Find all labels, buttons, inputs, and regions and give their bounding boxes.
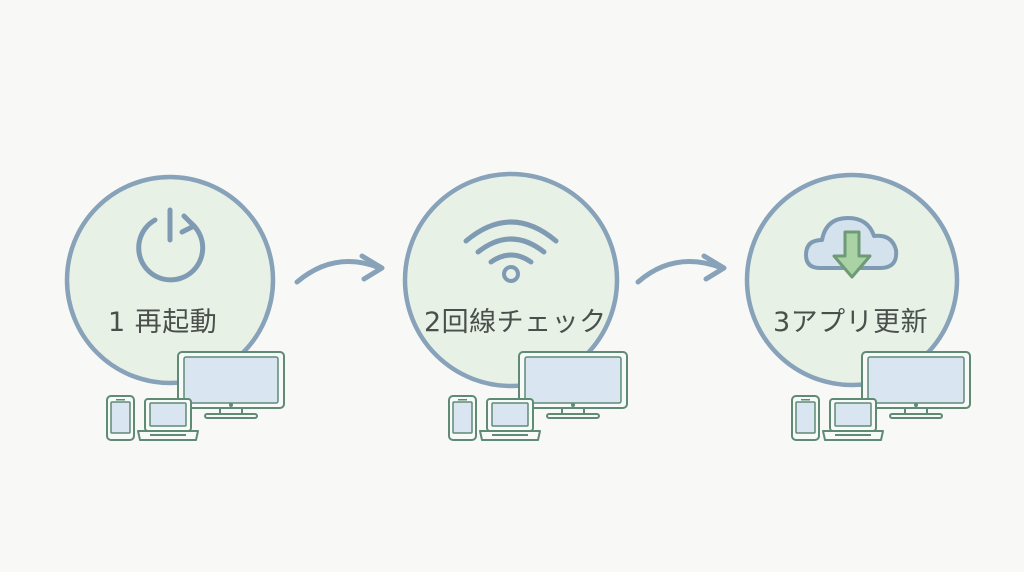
step-2-label: 2回線チェック — [424, 307, 607, 338]
step-1: 1 再起動 — [64, 174, 285, 441]
step-3-circle — [747, 175, 957, 385]
step-1-label: 1 再起動 — [108, 307, 217, 338]
step-1-circle-ring — [64, 174, 276, 386]
devices-icon — [448, 351, 628, 441]
connector-arrow-2 — [635, 253, 727, 285]
wifi-icon — [463, 219, 559, 283]
step-3-circle-ring — [744, 172, 960, 388]
step-2-circle-ring — [402, 171, 620, 389]
cloud-download-icon — [804, 216, 899, 279]
devices-icon — [106, 351, 285, 441]
power-restart-icon — [136, 207, 206, 283]
connector-arrow-1 — [294, 253, 385, 285]
step-2: 2回線チェック — [402, 171, 628, 441]
step-3-label: 3アプリ更新 — [773, 307, 928, 338]
step-3: 3アプリ更新 — [744, 172, 971, 441]
devices-icon — [791, 351, 971, 441]
